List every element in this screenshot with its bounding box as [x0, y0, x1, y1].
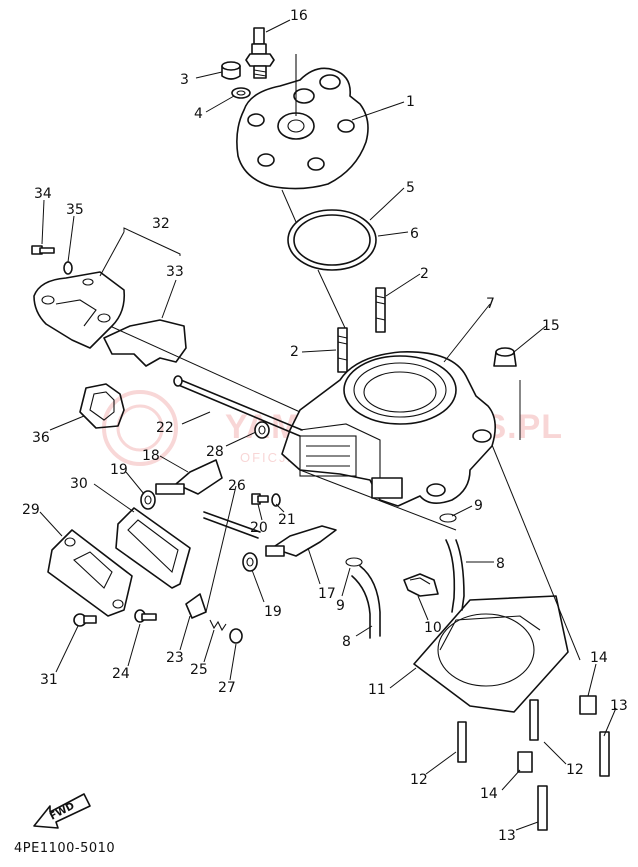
label-15: 15	[542, 318, 560, 334]
label-32: 32	[152, 216, 170, 232]
part-cover-gasket	[103, 319, 187, 367]
label-2b: 2	[290, 344, 299, 360]
label-29: 29	[22, 502, 40, 518]
part-stud-12b	[529, 699, 539, 741]
part-cylinder	[281, 351, 496, 507]
part-clip-9b	[345, 557, 363, 567]
part-valve-cover	[33, 271, 126, 349]
part-hose-8b	[351, 565, 381, 639]
part-bushing-28	[254, 421, 270, 439]
part-bolt-24	[134, 609, 157, 623]
label-21: 21	[278, 512, 296, 528]
part-plate-29	[47, 529, 133, 617]
assembly-guide-lines	[109, 189, 581, 661]
part-shaft-22	[173, 375, 303, 437]
part-cap	[493, 347, 517, 367]
part-washer-35	[63, 261, 73, 275]
label-14b: 14	[480, 786, 498, 802]
part-bracket-23	[185, 593, 207, 619]
label-7: 7	[486, 296, 495, 312]
part-washer-27	[229, 628, 243, 644]
part-stud-12a	[457, 721, 467, 763]
part-bolt-34	[31, 245, 55, 255]
label-19a: 19	[110, 462, 128, 478]
label-16: 16	[290, 8, 308, 24]
part-gasket-30	[115, 507, 191, 589]
part-washer-21	[271, 493, 281, 507]
label-9b: 9	[336, 598, 345, 614]
part-valve-18	[155, 459, 223, 495]
label-4: 4	[194, 106, 203, 122]
part-cylinder-head	[236, 54, 369, 190]
part-nut-14b	[517, 751, 533, 773]
label-8b: 8	[342, 634, 351, 650]
part-spark-plug	[245, 27, 275, 79]
label-23: 23	[166, 650, 184, 666]
label-2a: 2	[420, 266, 429, 282]
label-25: 25	[190, 662, 208, 678]
label-31: 31	[40, 672, 58, 688]
label-8a: 8	[496, 556, 505, 572]
label-27: 27	[218, 680, 236, 696]
label-17: 17	[318, 586, 336, 602]
part-bolt-31	[73, 613, 97, 627]
watermark-logo-inner	[116, 404, 164, 452]
label-33: 33	[166, 264, 184, 280]
part-stud-13a	[599, 731, 610, 777]
part-clip-9a	[439, 513, 457, 523]
label-24: 24	[112, 666, 130, 682]
label-1: 1	[406, 94, 415, 110]
part-nut-14a	[579, 695, 597, 715]
label-34: 34	[34, 186, 52, 202]
part-ring-19b	[242, 552, 258, 572]
part-cap-nut	[221, 61, 241, 80]
label-13b: 13	[498, 828, 516, 844]
label-35: 35	[66, 202, 84, 218]
part-o-rings	[287, 209, 377, 271]
part-washer	[231, 87, 251, 99]
label-22: 22	[156, 420, 174, 436]
part-gasket-36	[79, 383, 125, 429]
part-hose-8a	[445, 539, 465, 613]
leader-lines	[39, 19, 617, 831]
part-ring-19a	[140, 490, 156, 510]
part-screw-20	[251, 493, 269, 505]
part-studs-top	[337, 287, 386, 373]
part-10	[403, 573, 439, 597]
label-18: 18	[142, 448, 160, 464]
part-spring-25	[209, 619, 227, 632]
part-rod-26	[203, 511, 261, 539]
drawing-code: 4PE1100-5010	[14, 841, 115, 856]
label-12b: 12	[566, 762, 584, 778]
label-19b: 19	[264, 604, 282, 620]
fwd-arrow-icon: FWD	[33, 793, 91, 829]
label-9a: 9	[474, 498, 483, 514]
label-3: 3	[180, 72, 189, 88]
label-6: 6	[410, 226, 419, 242]
part-valve-17	[265, 525, 337, 557]
label-12a: 12	[410, 772, 428, 788]
label-30: 30	[70, 476, 88, 492]
label-10: 10	[424, 620, 442, 636]
label-26: 26	[228, 478, 246, 494]
label-5: 5	[406, 180, 415, 196]
label-13a: 13	[610, 698, 628, 714]
label-20: 20	[250, 520, 268, 536]
label-11: 11	[368, 682, 386, 698]
part-cylinder-gasket	[413, 595, 569, 713]
part-number-labels: 1 2 2 3 4 5 6 7 8 8 9 9 10 11 12 12 13 1…	[22, 8, 628, 844]
label-28: 28	[206, 444, 224, 460]
label-36: 36	[32, 430, 50, 446]
part-stud-13b	[537, 785, 548, 831]
label-14a: 14	[590, 650, 608, 666]
